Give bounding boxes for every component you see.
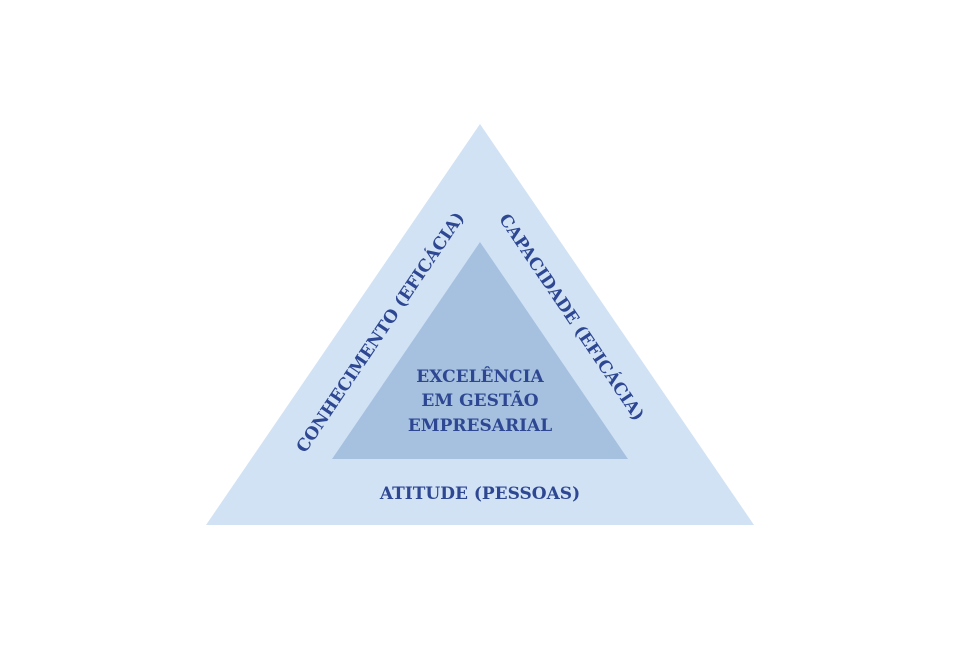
bottom-label: ATITUDE (PESSOAS)	[379, 484, 580, 504]
inner-triangle	[332, 242, 628, 459]
center-label-line-3: EMPRESARIAL	[408, 416, 552, 436]
center-label-line-1: EXCELÊNCIA	[416, 366, 544, 387]
center-label-line-2: EM GESTÃO	[421, 389, 538, 411]
